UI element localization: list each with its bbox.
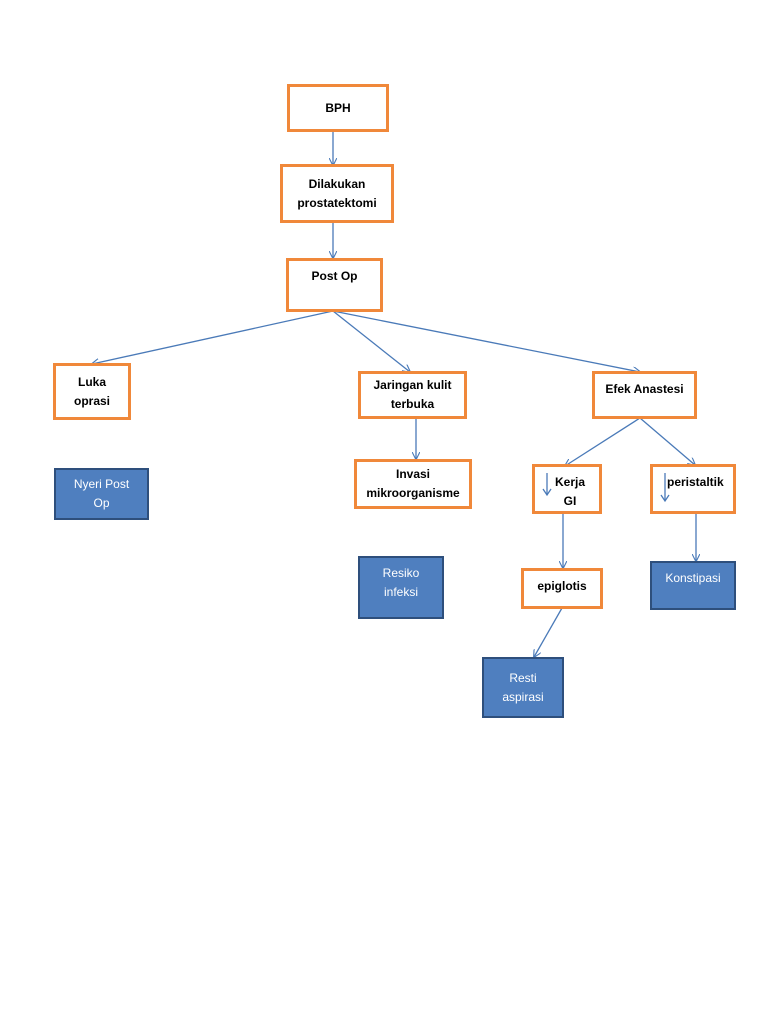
node-prostatektomi-line2: prostatektomi <box>297 195 377 210</box>
problem-nyeri-line1: Nyeri Post <box>73 477 130 491</box>
node-luka-oprasi: Luka oprasi <box>53 363 131 420</box>
node-efek-label: Efek Anastesi <box>605 382 684 396</box>
problem-konstipasi: Konstipasi <box>650 561 736 610</box>
node-prostatektomi-line1: Dilakukan <box>308 176 366 191</box>
node-post-op-label: Post Op <box>311 269 358 283</box>
node-epiglotis-label: epiglotis <box>537 579 587 593</box>
problem-resiko-infeksi: Resiko infeksi <box>358 556 444 619</box>
node-jaringan-line1: Jaringan kulit <box>373 378 452 392</box>
node-post-op: Post Op <box>286 258 383 312</box>
arrow-post-op-to-jaringan <box>332 310 410 372</box>
node-efek-anastesi: Efek Anastesi <box>592 371 697 419</box>
node-luka-line2: oprasi <box>73 393 110 408</box>
node-kerja-gi: Kerja GI <box>532 464 602 514</box>
node-invasi-line1: Invasi <box>395 467 431 481</box>
node-jaringan-kulit: Jaringan kulit terbuka <box>358 371 467 419</box>
node-invasi: Invasi mikroorganisme <box>354 459 472 509</box>
arrow-epiglotis-to-resti <box>534 607 563 657</box>
node-peristaltik: peristaltik <box>650 464 736 514</box>
problem-resti-aspirasi: Resti aspirasi <box>482 657 564 718</box>
node-epiglotis: epiglotis <box>521 568 603 609</box>
node-invasi-line2: mikroorganisme <box>366 486 460 500</box>
node-bph-label: BPH <box>325 100 351 115</box>
down-arrow-icon <box>660 473 670 503</box>
node-peristaltik-label: peristaltik <box>667 475 724 489</box>
problem-resiko-line1: Resiko <box>382 566 420 580</box>
problem-nyeri-post-op: Nyeri Post Op <box>54 468 149 520</box>
node-luka-line1: Luka <box>77 374 106 389</box>
arrow-post-op-to-efek <box>332 310 640 372</box>
problem-resti-line1: Resti <box>509 670 537 685</box>
node-jaringan-line2: terbuka <box>390 397 435 411</box>
problem-resti-line2: aspirasi <box>502 689 544 704</box>
problem-konstipasi-label: Konstipasi <box>665 571 721 585</box>
node-bph: BPH <box>287 84 389 132</box>
problem-resiko-line2: infeksi <box>383 585 418 599</box>
down-arrow-icon <box>542 473 552 497</box>
arrow-post-op-to-luka <box>92 310 334 364</box>
arrow-efek-to-peristaltik <box>639 417 695 465</box>
problem-nyeri-line2: Op <box>93 496 110 510</box>
node-prostatektomi: Dilakukan prostatektomi <box>280 164 394 223</box>
node-kerja-label: Kerja GI <box>554 475 586 508</box>
arrow-efek-to-kerja <box>565 417 641 466</box>
